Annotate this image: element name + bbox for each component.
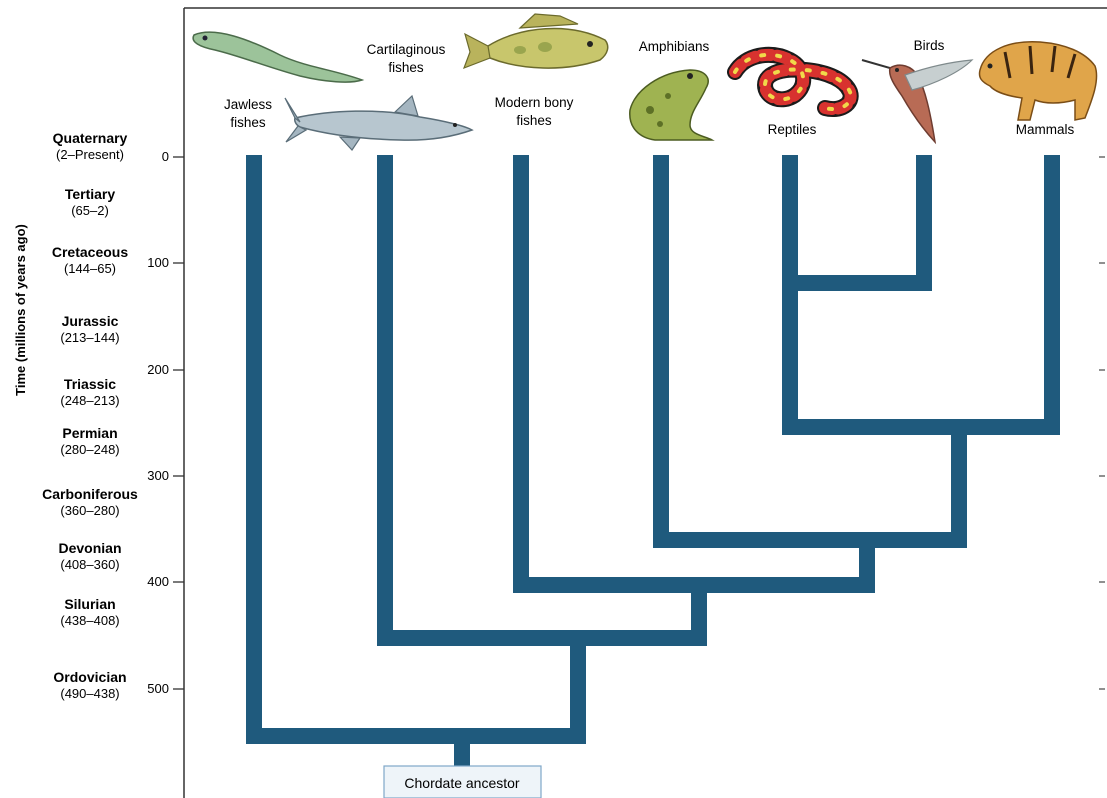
period-range: (144–65) xyxy=(64,261,116,276)
period-name: Ordovician xyxy=(53,669,126,685)
period-range: (248–213) xyxy=(60,393,119,408)
period-name: Jurassic xyxy=(62,313,119,329)
period-range: (280–248) xyxy=(60,442,119,457)
taxon-label-birds: Birds xyxy=(914,38,945,53)
period-range: (438–408) xyxy=(60,613,119,628)
period-name: Quaternary xyxy=(53,130,128,146)
lamprey-icon xyxy=(193,32,362,82)
period-name: Silurian xyxy=(64,596,115,612)
period-range: (65–2) xyxy=(71,203,109,218)
branch-cartilaginous xyxy=(385,163,699,638)
period-name: Triassic xyxy=(64,376,116,392)
branch-amphibians xyxy=(661,163,959,540)
ancestor-box: Chordate ancestor xyxy=(384,766,541,798)
period-range: (213–144) xyxy=(60,330,119,345)
period-name: Cretaceous xyxy=(52,244,128,260)
taxon-label-cartilaginous-1: Cartilaginous xyxy=(367,42,446,57)
branch-birds xyxy=(790,163,924,283)
y-axis-ticks: 0 100 200 300 400 500 xyxy=(147,149,184,696)
branch-jawless xyxy=(254,163,578,736)
tick-label: 300 xyxy=(147,468,169,483)
taxon-label-cartilaginous-2: fishes xyxy=(388,60,424,75)
period-name: Carboniferous xyxy=(42,486,138,502)
period-name: Tertiary xyxy=(65,186,116,202)
taxon-label-reptiles: Reptiles xyxy=(768,122,817,137)
hummingbird-icon xyxy=(862,60,972,142)
taxon-label-bony-2: fishes xyxy=(516,113,552,128)
tick-label: 500 xyxy=(147,681,169,696)
period-labels: Quaternary (2–Present) Tertiary (65–2) C… xyxy=(42,130,138,701)
taxon-label-jawless-2: fishes xyxy=(230,115,266,130)
right-ticks xyxy=(1099,157,1105,689)
period-name: Permian xyxy=(62,425,117,441)
period-range: (408–360) xyxy=(60,557,119,572)
period-range: (360–280) xyxy=(60,503,119,518)
taxon-label-jawless-1: Jawless xyxy=(224,97,272,112)
snake-icon xyxy=(735,55,851,109)
taxon-label-amphibians: Amphibians xyxy=(639,39,710,54)
tick-label: 100 xyxy=(147,255,169,270)
tick-label: 400 xyxy=(147,574,169,589)
taxon-label-bony-1: Modern bony xyxy=(495,95,574,110)
period-range: (2–Present) xyxy=(56,147,124,162)
tick-label: 0 xyxy=(162,149,169,164)
phylogenetic-tree xyxy=(254,163,1052,770)
period-name: Devonian xyxy=(58,540,121,556)
branch-bony xyxy=(521,163,867,585)
perch-icon xyxy=(464,14,608,68)
ancestor-label: Chordate ancestor xyxy=(404,775,520,791)
tiger-icon xyxy=(979,42,1096,120)
taxon-label-mammals: Mammals xyxy=(1016,122,1075,137)
tick-label: 200 xyxy=(147,362,169,377)
shark-icon xyxy=(285,96,472,150)
period-range: (490–438) xyxy=(60,686,119,701)
frog-icon xyxy=(630,70,712,140)
axis-title: Time (millions of years ago) xyxy=(13,224,28,396)
